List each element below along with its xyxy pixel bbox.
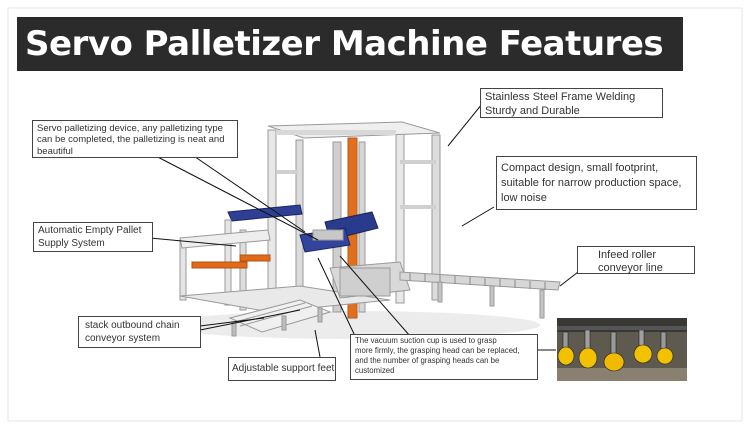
callout-line: stack outbound chain: [85, 320, 180, 331]
callout-support-feet: Adjustable support feet: [228, 357, 336, 381]
callout-outbound: stack outbound chain conveyor system: [78, 316, 201, 348]
callout-line: Adjustable support feet: [232, 363, 335, 374]
callout-line: conveyor system: [85, 332, 161, 344]
callout-compact: Compact design, small footprint, suitabl…: [496, 156, 697, 210]
callout-line: conveyor line: [598, 261, 663, 274]
callout-line: Compact design, small footprint,: [501, 162, 659, 174]
callout-line: Stainless Steel Frame Welding: [485, 91, 636, 103]
frame-post-right-rear: [431, 134, 441, 301]
outer-border: [7, 7, 743, 422]
suction-cup-drawing: [557, 318, 687, 381]
base-platform: [179, 285, 391, 313]
title-banner: Servo Palletizer Machine Features: [17, 17, 683, 71]
callout-line: more firmly, the grasping head can be re…: [355, 346, 520, 356]
callout-line: can be completed, the palletizing is nea…: [37, 134, 225, 146]
callout-line: Automatic Empty Pallet: [38, 225, 142, 236]
leader-lines: [149, 103, 579, 358]
suction-cup-inset-photo: [557, 318, 687, 381]
callout-line: Servo palletizing device, any palletizin…: [37, 123, 223, 134]
callout-line: suitable for narrow production space,: [501, 176, 682, 189]
callout-line: and the number of grasping heads can be: [355, 356, 500, 366]
callout-line: customized: [355, 366, 395, 376]
callout-line: low noise: [501, 191, 547, 204]
machine-drawing: [160, 121, 561, 339]
callout-line: beautiful: [37, 145, 73, 157]
page-title: Servo Palletizer Machine Features: [25, 24, 664, 64]
callout-vacuum: The vacuum suction cup is used to grasp …: [350, 334, 538, 380]
callout-servo: Servo palletizing device, any palletizin…: [32, 120, 238, 158]
callout-line: Sturdy and Durable: [485, 104, 580, 117]
callout-line: The vacuum suction cup is used to grasp: [355, 336, 497, 345]
callout-line: Infeed roller: [598, 249, 657, 261]
callout-line: Supply System: [38, 237, 105, 249]
callout-empty-pallet: Automatic Empty Pallet Supply System: [33, 222, 153, 252]
callout-frame: Stainless Steel Frame Welding Sturdy and…: [480, 88, 663, 118]
frame-post-left-rear: [295, 139, 304, 306]
infeed-roller-conveyor: [399, 271, 561, 291]
callout-infeed: Infeed roller conveyor line: [577, 246, 695, 274]
